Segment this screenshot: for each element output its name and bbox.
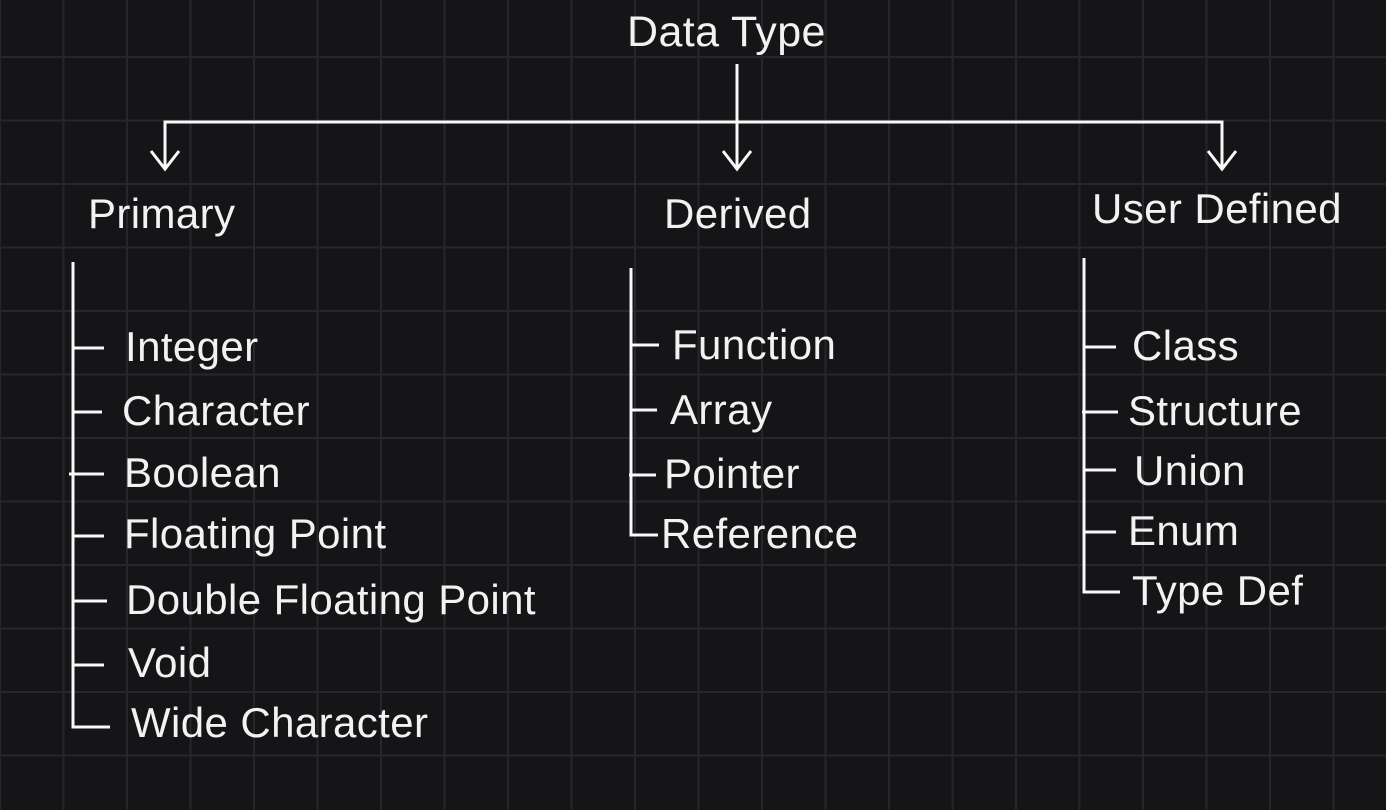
leaf-integer: Integer — [125, 323, 259, 370]
leaf-double-floating-point: Double Floating Point — [126, 576, 536, 623]
user-defined-tree-spine — [1082, 258, 1120, 594]
branch-label-primary: Primary — [88, 190, 236, 237]
root-node-data-type: Data Type — [627, 8, 826, 56]
leaf-function: Function — [672, 321, 837, 368]
leaf-enum: Enum — [1128, 507, 1240, 554]
leaf-character: Character — [122, 387, 311, 434]
leaf-union: Union — [1134, 447, 1246, 494]
leaf-reference: Reference — [661, 510, 859, 557]
leaf-array: Array — [670, 386, 773, 433]
leaf-structure: Structure — [1128, 387, 1302, 434]
leaf-floating-point: Floating Point — [124, 510, 387, 557]
user-defined-tree-ticks — [1082, 345, 1118, 534]
leaf-boolean: Boolean — [124, 449, 281, 496]
arrowhead-user-defined-icon — [1206, 150, 1238, 172]
branch-label-derived: Derived — [664, 190, 812, 237]
leaf-void: Void — [128, 639, 212, 686]
branch-distribution-line — [163, 120, 1224, 167]
derived-tree-spine — [629, 268, 658, 537]
arrowhead-derived-icon — [721, 150, 753, 172]
branch-label-user-defined: User Defined — [1092, 185, 1342, 232]
leaf-wide-character: Wide Character — [131, 699, 429, 746]
leaf-pointer: Pointer — [664, 450, 800, 497]
arrowhead-primary-icon — [149, 150, 181, 172]
leaf-class: Class — [1132, 322, 1240, 369]
primary-tree-ticks — [69, 346, 107, 667]
primary-tree-spine — [71, 262, 110, 729]
leaf-type-def: Type Def — [1132, 567, 1304, 614]
derived-tree-ticks — [629, 343, 659, 477]
